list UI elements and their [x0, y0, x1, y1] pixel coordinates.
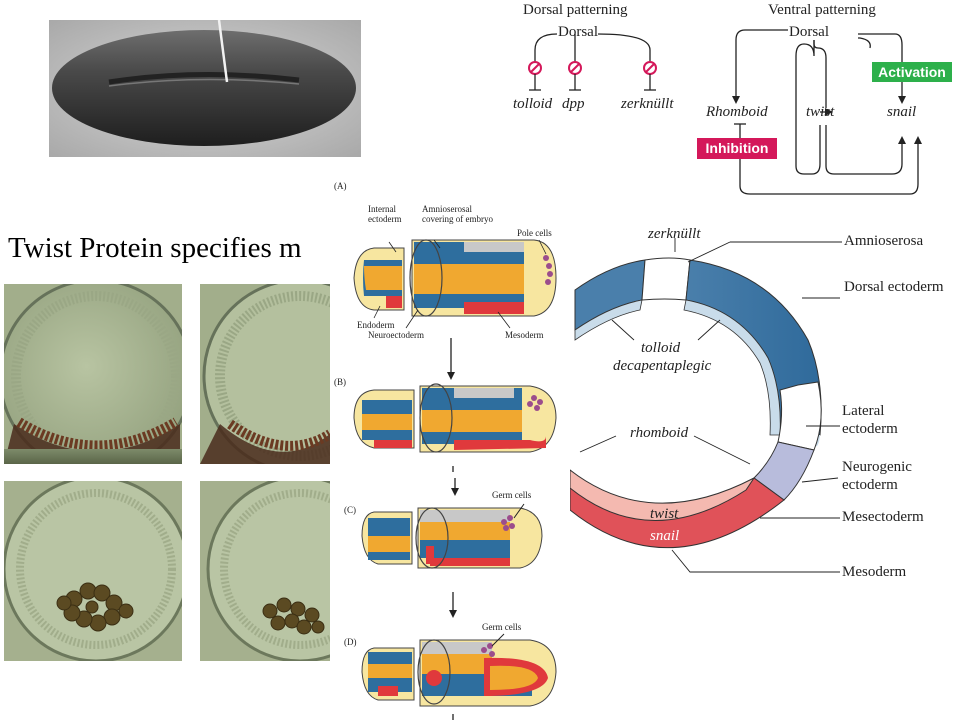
slide-title: Twist Protein specifies m [8, 232, 302, 264]
micrograph-bottom-right [200, 481, 330, 661]
activation-badge: Activation [872, 62, 952, 82]
regulation-diagram: Dorsal patterning Dorsal tolloid dpp zer… [440, 0, 960, 200]
inhibitor-symbol [568, 61, 582, 75]
stage-label-c: (C) [344, 505, 356, 515]
label-amnioserosal: Amnioserosal covering of embryo [422, 204, 493, 224]
ventral-dorsal-node-label: Dorsal [789, 24, 829, 40]
stage-label-b: (B) [334, 377, 346, 387]
tissue-neurogenic-ectoderm: Neurogenic ectoderm [842, 459, 912, 493]
gene-twist: twist [650, 506, 679, 522]
tissue-dorsal-ectoderm: Dorsal ectoderm [844, 279, 944, 295]
label-endoderm: Endoderm [357, 320, 395, 330]
label-germ-cells-d: Germ cells [482, 622, 522, 632]
tissue-mesoderm: Mesoderm [842, 564, 907, 580]
micrograph-bottom-left [4, 481, 182, 661]
label-internal-ectoderm: Internal ectoderm [368, 204, 402, 224]
embryo-stages-figure: (A) (B) (C) (D) Internal ectoderm Amnios… [334, 178, 570, 720]
embryo-stage-b [353, 383, 557, 453]
label-germ-cells-c: Germ cells [492, 490, 532, 500]
gene-tolloid: tolloid [641, 340, 681, 356]
gene-rhomboid: rhomboid [630, 425, 689, 441]
embryo-stage-c [361, 503, 543, 569]
dorsal-node-label: Dorsal [558, 24, 598, 40]
target-tolloid: tolloid [513, 96, 553, 112]
embryo-stage-d [361, 633, 557, 707]
inhibitor-symbol [528, 61, 542, 75]
label-neuroectoderm: Neuroectoderm [368, 330, 424, 340]
sem-embryo-photo [49, 20, 361, 157]
tissue-lateral-ectoderm: Lateral ectoderm [842, 403, 898, 437]
gene-zerknullt: zerknüllt [648, 226, 701, 242]
gene-dpp: decapentaplegic [613, 358, 712, 374]
tissue-mesectoderm: Mesectoderm [842, 509, 924, 525]
target-snail: snail [887, 104, 917, 120]
inhibition-badge: Inhibition [697, 138, 777, 159]
dorsal-patterning-title: Dorsal patterning [523, 2, 628, 18]
target-zerknullt: zerknüllt [621, 96, 674, 112]
target-dpp: dpp [562, 96, 585, 112]
ventral-patterning-title: Ventral patterning [768, 2, 876, 18]
label-mesoderm: Mesoderm [505, 330, 544, 340]
target-twist: twist [806, 104, 835, 120]
inhibitor-symbol [643, 61, 657, 75]
tissue-amnioserosa: Amnioserosa [844, 233, 924, 249]
micrograph-top-right [200, 284, 330, 464]
stage-label-d: (D) [344, 637, 357, 647]
label-pole-cells: Pole cells [517, 228, 552, 238]
embryo-stage-a [353, 239, 557, 317]
gene-snail: snail [650, 528, 680, 544]
stage-label-a: (A) [334, 181, 347, 191]
target-rhomboid: Rhomboid [706, 104, 768, 120]
cross-section-diagram: zerknüllt tolloid decapentaplegic rhombo… [570, 220, 960, 590]
micrograph-top-left [4, 284, 182, 464]
